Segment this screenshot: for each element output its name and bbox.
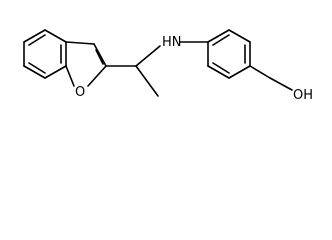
side-chain	[105, 41, 209, 97]
hydroxyl-label: OH	[293, 88, 313, 103]
phenol-ring	[207, 29, 293, 91]
furan-ring	[65, 41, 107, 87]
structure-diagram: HN O OH	[23, 29, 313, 103]
furan-oxygen-label: O	[75, 85, 85, 100]
benzene-ring-fused	[23, 29, 67, 79]
amine-label: HN	[162, 35, 182, 50]
